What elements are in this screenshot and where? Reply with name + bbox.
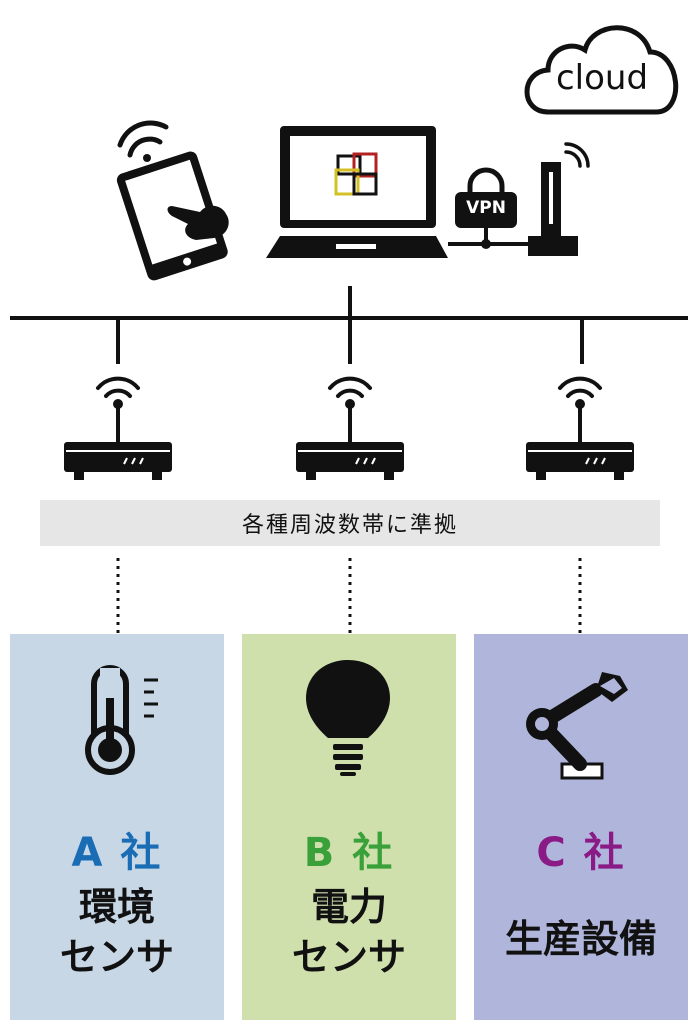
app-logo-icon — [334, 152, 378, 196]
light-bulb-icon — [306, 660, 390, 776]
vpn-lock-icon — [448, 167, 528, 249]
frequency-band-label: 各種周波数帯に準拠 — [40, 500, 660, 546]
cloud-icon — [524, 25, 679, 115]
cloud-label: cloud — [555, 58, 649, 98]
company-b-desc-line2: センサ — [291, 935, 406, 979]
gateway-icon — [528, 142, 590, 256]
access-point-1-icon — [64, 376, 172, 480]
company-a-name: A 社 — [71, 830, 163, 876]
robot-arm-icon — [526, 672, 628, 780]
thermometer-icon — [85, 665, 158, 775]
access-point-3-icon — [526, 376, 634, 480]
laptop-icon — [266, 126, 448, 258]
company-c-name: C 社 — [536, 830, 626, 876]
company-b-name: B 社 — [303, 830, 395, 876]
company-b-desc-line1: 電力 — [310, 885, 387, 929]
company-a-desc-line1: 環境 — [78, 885, 155, 929]
wireless-links — [116, 558, 582, 634]
company-a-card — [10, 634, 224, 1020]
company-c-desc-line1: 生産設備 — [504, 917, 657, 961]
access-point-2-icon — [296, 376, 404, 480]
tablet-icon — [116, 120, 229, 281]
vpn-label: VPN — [466, 198, 506, 218]
network-bus — [10, 286, 688, 364]
company-a-desc-line2: センサ — [59, 935, 174, 979]
